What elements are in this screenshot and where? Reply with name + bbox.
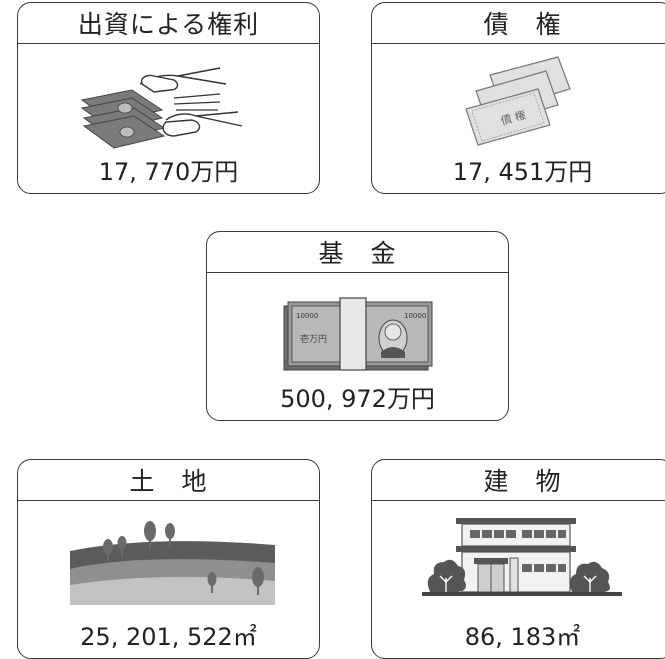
land-area-value: 25, 201, 522	[80, 623, 233, 651]
card-value: 17, 770万円	[98, 158, 239, 186]
card-buildings: 建 物 86, 183㎡	[371, 459, 665, 659]
certificate-text: 債 権	[499, 107, 527, 127]
card-title: 基 金	[207, 232, 508, 273]
land-area-unit: ㎡	[232, 623, 257, 651]
card-fund: 基 金 10000 10000 壱万円 500, 972万円	[206, 231, 509, 421]
bond-certificates-icon: 債 権	[465, 56, 571, 146]
building-with-trees-icon	[422, 518, 622, 596]
landscape-hills-icon	[70, 521, 275, 605]
building-area-unit: ㎡	[556, 623, 581, 651]
card-title: 土 地	[18, 460, 319, 501]
building-area-value: 86, 183	[464, 623, 557, 651]
money-handover-icon	[80, 67, 243, 149]
card-value: 17, 451万円	[452, 158, 593, 186]
card-land: 土 地 25, 201, 522㎡	[17, 459, 320, 659]
note-number-left: 10000	[296, 312, 318, 320]
card-bonds: 債 権 債 権 17, 451万円	[371, 2, 665, 194]
card-value: 86, 183㎡	[372, 617, 665, 652]
note-number-right: 10000	[404, 312, 426, 320]
card-title: 建 物	[372, 460, 665, 501]
card-title: 出資による権利	[18, 3, 319, 44]
card-value: 25, 201, 522㎡	[18, 617, 319, 652]
note-text: 壱万円	[300, 333, 327, 345]
card-value: 500, 972万円	[280, 385, 435, 413]
card-investment-rights: 出資による権利 17, 770万円	[17, 2, 320, 194]
card-title: 債 権	[372, 3, 665, 44]
cash-bundle-icon: 10000 10000 壱万円	[283, 297, 433, 371]
